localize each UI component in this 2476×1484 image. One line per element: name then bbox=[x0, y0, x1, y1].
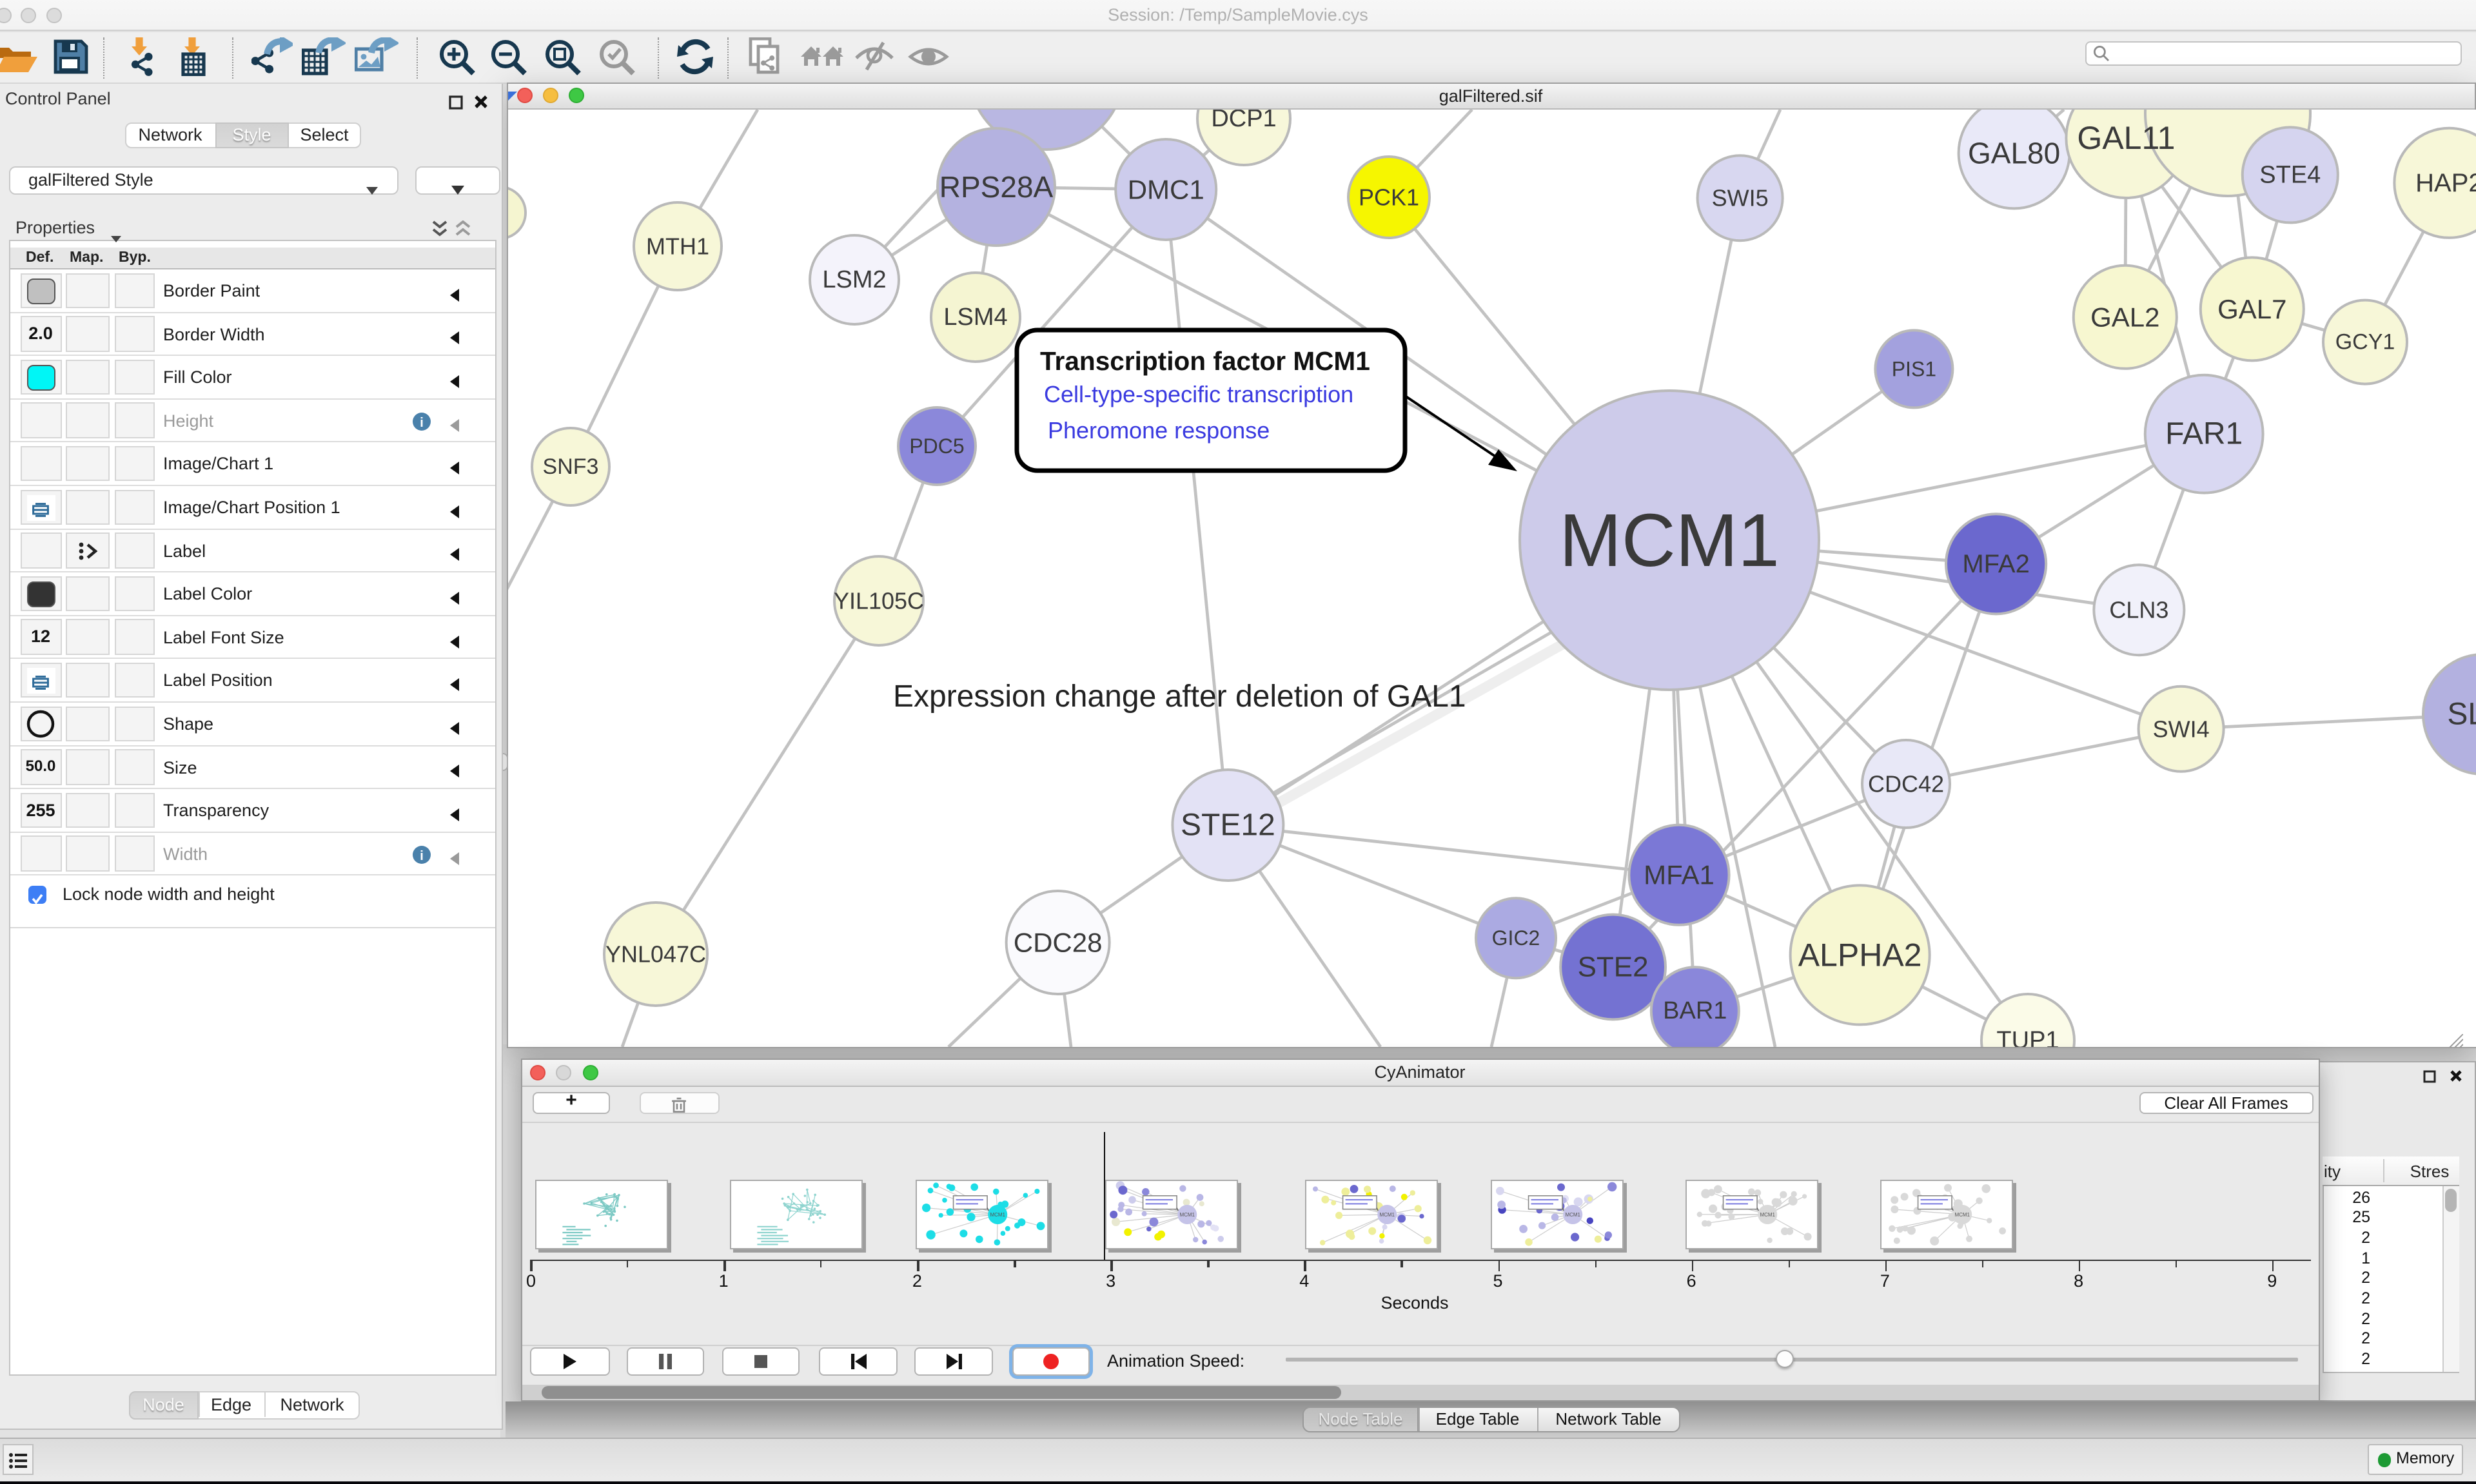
svg-text:Cell-type-specific transcripti: Cell-type-specific transcription bbox=[1043, 381, 1353, 407]
svg-text:PDC5: PDC5 bbox=[909, 434, 963, 458]
svg-text:GAL11: GAL11 bbox=[2076, 120, 2174, 156]
svg-text:STE4: STE4 bbox=[2259, 161, 2320, 188]
svg-text:FAR1: FAR1 bbox=[2165, 417, 2242, 451]
svg-text:GCY1: GCY1 bbox=[2335, 330, 2395, 355]
svg-text:RPS28A: RPS28A bbox=[939, 170, 1053, 204]
svg-text:STE2: STE2 bbox=[1577, 952, 1648, 983]
svg-text:MCM1: MCM1 bbox=[1760, 1211, 1775, 1217]
svg-text:BAR1: BAR1 bbox=[1662, 997, 1726, 1024]
svg-text:MFA2: MFA2 bbox=[1961, 550, 2029, 578]
svg-text:DMC1: DMC1 bbox=[1127, 175, 1204, 205]
svg-text:MCM1: MCM1 bbox=[1179, 1211, 1195, 1217]
svg-text:YNL047C: YNL047C bbox=[605, 941, 705, 968]
svg-text:CDC28: CDC28 bbox=[1013, 928, 1102, 958]
svg-text:Transcription factor MCM1: Transcription factor MCM1 bbox=[1039, 346, 1370, 376]
svg-text:CLN3: CLN3 bbox=[2108, 597, 2168, 623]
svg-text:GAL2: GAL2 bbox=[2090, 302, 2159, 332]
svg-text:GAL80: GAL80 bbox=[1967, 136, 2059, 170]
svg-text:PCK1: PCK1 bbox=[1358, 184, 1419, 211]
svg-text:MCM1: MCM1 bbox=[1558, 498, 1779, 582]
svg-text:CDC42: CDC42 bbox=[1867, 771, 1943, 797]
svg-text:MFA1: MFA1 bbox=[1643, 860, 1714, 890]
svg-text:SWI4: SWI4 bbox=[2152, 716, 2209, 742]
svg-text:GIC2: GIC2 bbox=[1491, 926, 1540, 950]
svg-text:STE12: STE12 bbox=[1180, 808, 1275, 843]
svg-text:HAP2: HAP2 bbox=[2415, 169, 2475, 197]
svg-text:MCM1: MCM1 bbox=[1379, 1211, 1395, 1217]
svg-text:MCM1: MCM1 bbox=[1954, 1211, 1970, 1217]
svg-text:Expression change after deleti: Expression change after deletion of GAL1 bbox=[892, 679, 1466, 714]
svg-text:GAL7: GAL7 bbox=[2217, 294, 2286, 324]
svg-text:SLT2: SLT2 bbox=[2446, 698, 2475, 732]
svg-text:LSM4: LSM4 bbox=[943, 304, 1007, 331]
svg-text:MCM1: MCM1 bbox=[1564, 1211, 1580, 1217]
svg-text:i: i bbox=[420, 849, 424, 863]
svg-text:SWI5: SWI5 bbox=[1711, 185, 1768, 211]
svg-text:MCM1: MCM1 bbox=[990, 1211, 1005, 1217]
svg-text:SNF3: SNF3 bbox=[542, 454, 598, 479]
svg-text:TUP1: TUP1 bbox=[1996, 1027, 2058, 1047]
svg-text:ALPHA2: ALPHA2 bbox=[1798, 937, 1921, 973]
svg-text:i: i bbox=[420, 416, 424, 430]
svg-text:MTH1: MTH1 bbox=[645, 233, 709, 260]
svg-text:LSM2: LSM2 bbox=[821, 266, 885, 293]
svg-text:Pheromone response: Pheromone response bbox=[1047, 417, 1269, 444]
svg-text:DCP1: DCP1 bbox=[1210, 110, 1275, 132]
svg-text:YIL105C: YIL105C bbox=[833, 588, 923, 614]
svg-text:PIS1: PIS1 bbox=[1891, 357, 1936, 380]
